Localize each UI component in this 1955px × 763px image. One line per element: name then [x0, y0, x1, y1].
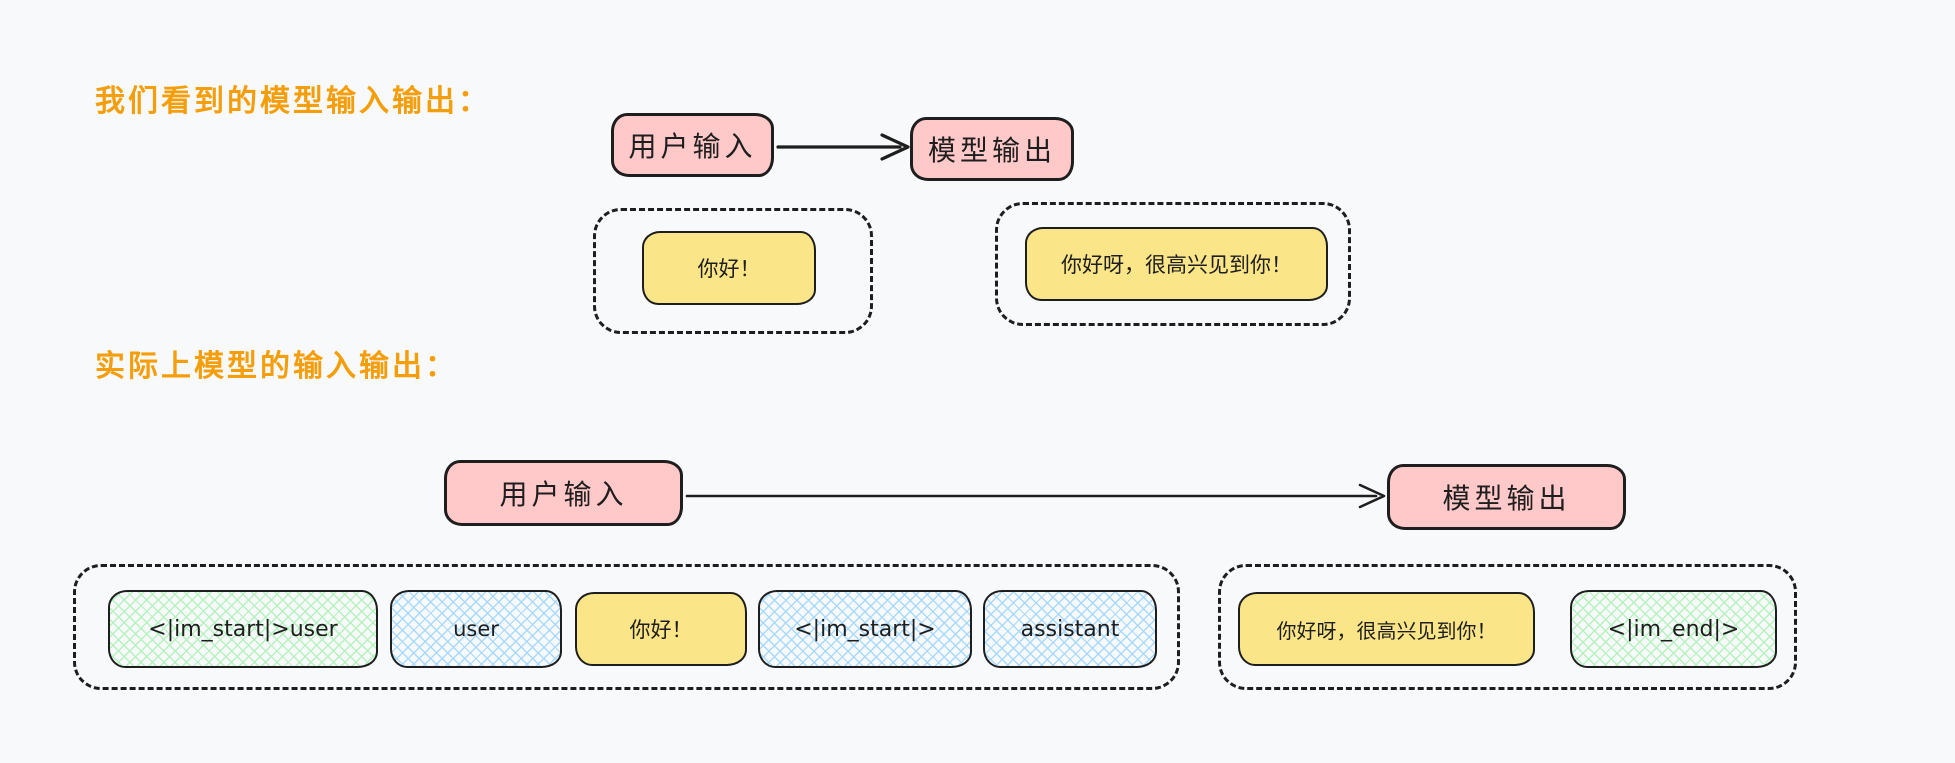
token-im-start: <|im_start|>: [758, 590, 972, 668]
token-text: assistant: [1020, 616, 1120, 642]
group-output-token-sequence: [1218, 564, 1797, 690]
token-text: <|im_end|>: [1607, 616, 1740, 642]
node-user-input-simple: 用户输入: [611, 113, 774, 177]
message-text: 你好呀，很高兴见到你！: [1061, 253, 1292, 277]
node-label: 模型输出: [927, 134, 1056, 167]
token-im-start-user: <|im_start|>user: [108, 590, 378, 668]
group-input-token-sequence: [73, 564, 1180, 690]
token-text: 你好呀，很高兴见到你！: [1276, 618, 1497, 643]
token-role-user: user: [390, 590, 562, 668]
section-label-visible-io: 我们看到的模型输入输出：: [95, 84, 491, 119]
message-text: 你好！: [697, 257, 761, 281]
token-im-end: <|im_end|>: [1570, 590, 1777, 668]
message-model-reply: 你好呀，很高兴见到你！: [1025, 227, 1328, 301]
arrow-user-to-model-simple: [776, 133, 910, 161]
group-user-message-simple: [593, 208, 873, 334]
node-user-input-actual: 用户输入: [444, 460, 683, 526]
section-label-actual-io: 实际上模型的输入输出：: [95, 349, 458, 384]
node-label: 用户输入: [628, 130, 757, 163]
token-text: 你好！: [629, 618, 693, 642]
token-model-reply: 你好呀，很高兴见到你！: [1238, 592, 1535, 666]
message-user-hello: 你好！: [642, 231, 816, 305]
arrow-user-to-model-actual: [685, 483, 1386, 509]
token-text: <|im_start|>: [794, 616, 936, 642]
node-label: 用户输入: [499, 478, 628, 511]
token-text: <|im_start|>user: [148, 616, 338, 642]
token-role-assistant: assistant: [983, 590, 1157, 668]
node-model-output-actual: 模型输出: [1387, 464, 1626, 530]
group-model-message-simple: [995, 202, 1351, 326]
token-user-message: 你好！: [575, 592, 747, 666]
node-label: 模型输出: [1442, 482, 1571, 515]
node-model-output-simple: 模型输出: [910, 117, 1074, 181]
token-text: user: [453, 617, 499, 641]
